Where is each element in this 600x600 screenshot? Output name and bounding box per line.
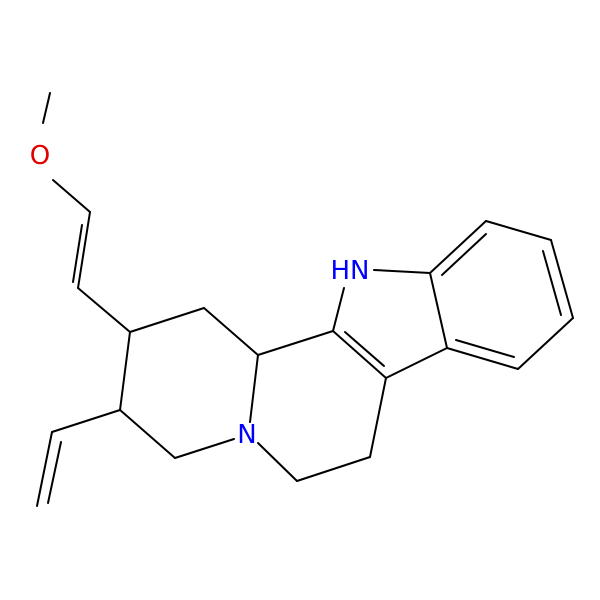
bond-c4b-c7a [385,347,448,379]
bond-ethenyl-double-b [47,441,62,504]
bond-n-c6 [257,442,298,482]
bond-c1-c12b [203,307,259,356]
bond-c10-c11 [517,317,574,370]
oxygen-label: O [30,141,50,171]
bond-methoxyvinyl-double-a [77,211,91,289]
bond-c8-c9 [485,220,552,241]
bond-c12a-nh [332,287,345,332]
bond-c3-c4 [119,409,176,459]
bond-c11-c4b [446,347,519,370]
bond-o-vinyl [52,179,91,213]
bond-methoxyvinyl-double-b [72,224,83,283]
bond-c6-c7 [296,456,371,482]
bond-c8a-c4b [429,272,448,349]
bond-c8a-c8 [429,220,487,274]
bond-c2-c1 [129,307,205,333]
bond-c2-c3 [119,331,131,411]
bond-nh-c8a [373,269,431,274]
bond-c9-c10 [550,239,574,319]
bond-c12a-c7a-double-a [332,330,387,379]
bond-c12b-c12a [257,330,334,356]
bond-c9-c10-inner [542,250,562,316]
bond-c11-c4b-inner [455,339,515,358]
bond-c4-n [174,438,235,459]
bond-methyl-o [42,92,51,124]
bond-c7a-c7 [369,377,387,458]
indole-nh-label: HN [331,256,370,286]
bond-n-c12b [249,354,259,423]
bond-ethenyl-double-a [36,431,53,507]
bond-c8a-c8-inner [441,233,487,276]
ring-nitrogen-label: N [237,420,256,450]
bond-c3-ethenyl [51,409,121,433]
bond-c12a-c7a-double-b [344,331,385,367]
bond-vinyl-ring [77,287,131,333]
